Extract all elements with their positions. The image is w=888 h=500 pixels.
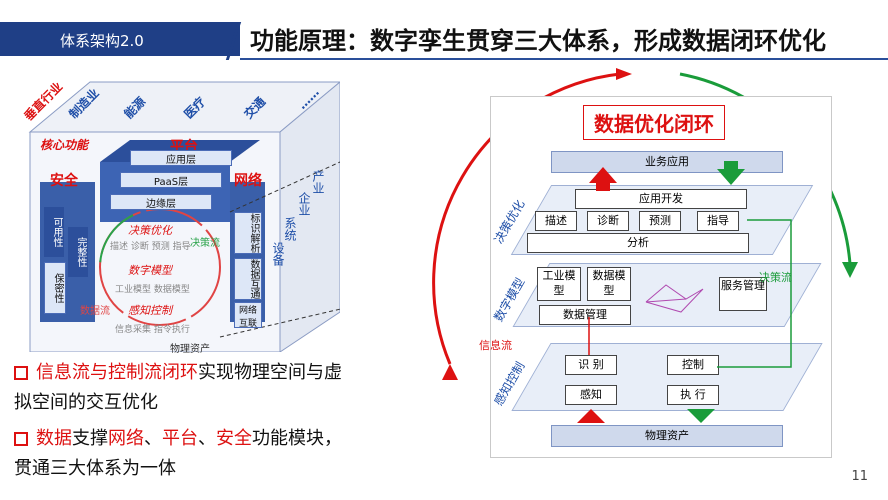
security-item-availability: 可用性 xyxy=(44,207,64,257)
bullet-1-highlight: 信息流与控制流闭环 xyxy=(36,362,198,383)
cube-data-flow: 数据流 xyxy=(80,306,110,317)
cube-loop-perception-sub: 信息采集 指令执行 xyxy=(115,325,190,335)
sense-box: 感知 xyxy=(565,385,617,405)
three-system-cube: 垂直行业 制造业 能源 医疗 交通 …… 核心功能 平台 安全 网络 应用层 P… xyxy=(10,62,340,355)
data-mgmt-box: 数据管理 xyxy=(539,305,631,325)
stack-system: 系统 xyxy=(283,217,297,241)
physical-asset-bar: 物理资产 xyxy=(551,425,783,447)
bullet-2-support: 支撑 xyxy=(72,428,108,449)
bullet-marker xyxy=(14,432,28,446)
stack-enterprise: 企业 xyxy=(297,192,311,216)
security-label: 安全 xyxy=(50,173,78,189)
model-network-graph xyxy=(645,284,704,313)
bullet-1-text: 实现物理空间与虚拟空间的交互优化 xyxy=(14,362,342,413)
bullet-2-sep2: 、 xyxy=(198,428,216,449)
bullet-1: 信息流与控制流闭环实现物理空间与虚拟空间的交互优化 xyxy=(14,358,354,418)
cube-physical: 物理资产 xyxy=(170,344,210,355)
security-item-confidentiality: 保密性 xyxy=(44,262,66,314)
cube-loop-perception: 感知控制 xyxy=(128,304,172,317)
decision-flow-label: 决策流 xyxy=(759,271,792,284)
decision-guide: 指导 xyxy=(697,211,739,231)
cube-loop-decision: 决策优化 xyxy=(128,224,172,237)
network-label: 网络 xyxy=(234,173,262,189)
bullet-2-data: 数据 xyxy=(36,428,72,449)
loop-title: 数据优化闭环 xyxy=(583,105,725,140)
industrial-model-box: 工业模型 xyxy=(537,267,581,301)
layer-paas: PaaS层 xyxy=(120,172,222,188)
decision-diagnose: 诊断 xyxy=(587,211,629,231)
stack-industry: 产业 xyxy=(311,170,325,194)
section-label: 体系架构2.0 xyxy=(60,32,144,50)
bullet-marker xyxy=(14,366,28,380)
title-underline xyxy=(240,58,888,60)
app-dev-box: 应用开发 xyxy=(575,189,747,209)
network-item-identifier: 标识解析 xyxy=(234,212,262,254)
network-item-interop: 数据互通 xyxy=(234,258,262,300)
analysis-box: 分析 xyxy=(527,233,749,253)
page-number: 11 xyxy=(851,469,868,484)
bullet-2-network: 网络 xyxy=(108,428,144,449)
decision-describe: 描述 xyxy=(535,211,577,231)
service-mgmt-box: 服务管理 xyxy=(719,277,767,311)
layer-app: 应用层 xyxy=(130,150,232,166)
page-title: 功能原理：数字孪生贯穿三大体系，形成数据闭环优化 xyxy=(250,27,826,55)
decision-predict: 预测 xyxy=(639,211,681,231)
bullet-2: 数据支撑网络、平台、安全功能模块，贯通三大体系为一体 xyxy=(14,424,354,484)
cube-loop-model: 数字模型 xyxy=(128,264,172,277)
data-model-box: 数据模型 xyxy=(587,267,631,301)
security-item-integrity: 完整性 xyxy=(68,227,88,277)
identify-box: 识 别 xyxy=(565,355,617,375)
bullet-2-security: 安全 xyxy=(216,428,252,449)
key-points: 信息流与控制流闭环实现物理空间与虚拟空间的交互优化 数据支撑网络、平台、安全功能… xyxy=(14,358,354,484)
info-flow-label: 信息流 xyxy=(479,339,512,352)
execute-box: 执 行 xyxy=(667,385,719,405)
cube-decision-flow: 决策流 xyxy=(190,238,220,249)
data-loop-panel: 数据优化闭环 业务应用 应用开发 描述 诊断 预测 指导 分析 决策优化 工业模… xyxy=(479,96,832,458)
cube-loop-model-sub: 工业模型 数据模型 xyxy=(115,285,190,295)
core-function-label: 核心功能 xyxy=(40,138,89,152)
bullet-2-sep1: 、 xyxy=(144,428,162,449)
network-item-interconnect: 网络互联 xyxy=(234,302,262,329)
layer-edge: 边缘层 xyxy=(110,194,212,210)
section-banner xyxy=(0,22,240,56)
loop-arrows xyxy=(577,161,792,423)
bullet-2-platform: 平台 xyxy=(162,428,198,449)
stack-device: 设备 xyxy=(271,242,285,266)
cube-loop-decision-sub: 描述 诊断 预测 指导 xyxy=(110,242,191,252)
bullet-2-text: 功能模块，贯通三大体系为一体 xyxy=(14,428,342,479)
control-box: 控制 xyxy=(667,355,719,375)
